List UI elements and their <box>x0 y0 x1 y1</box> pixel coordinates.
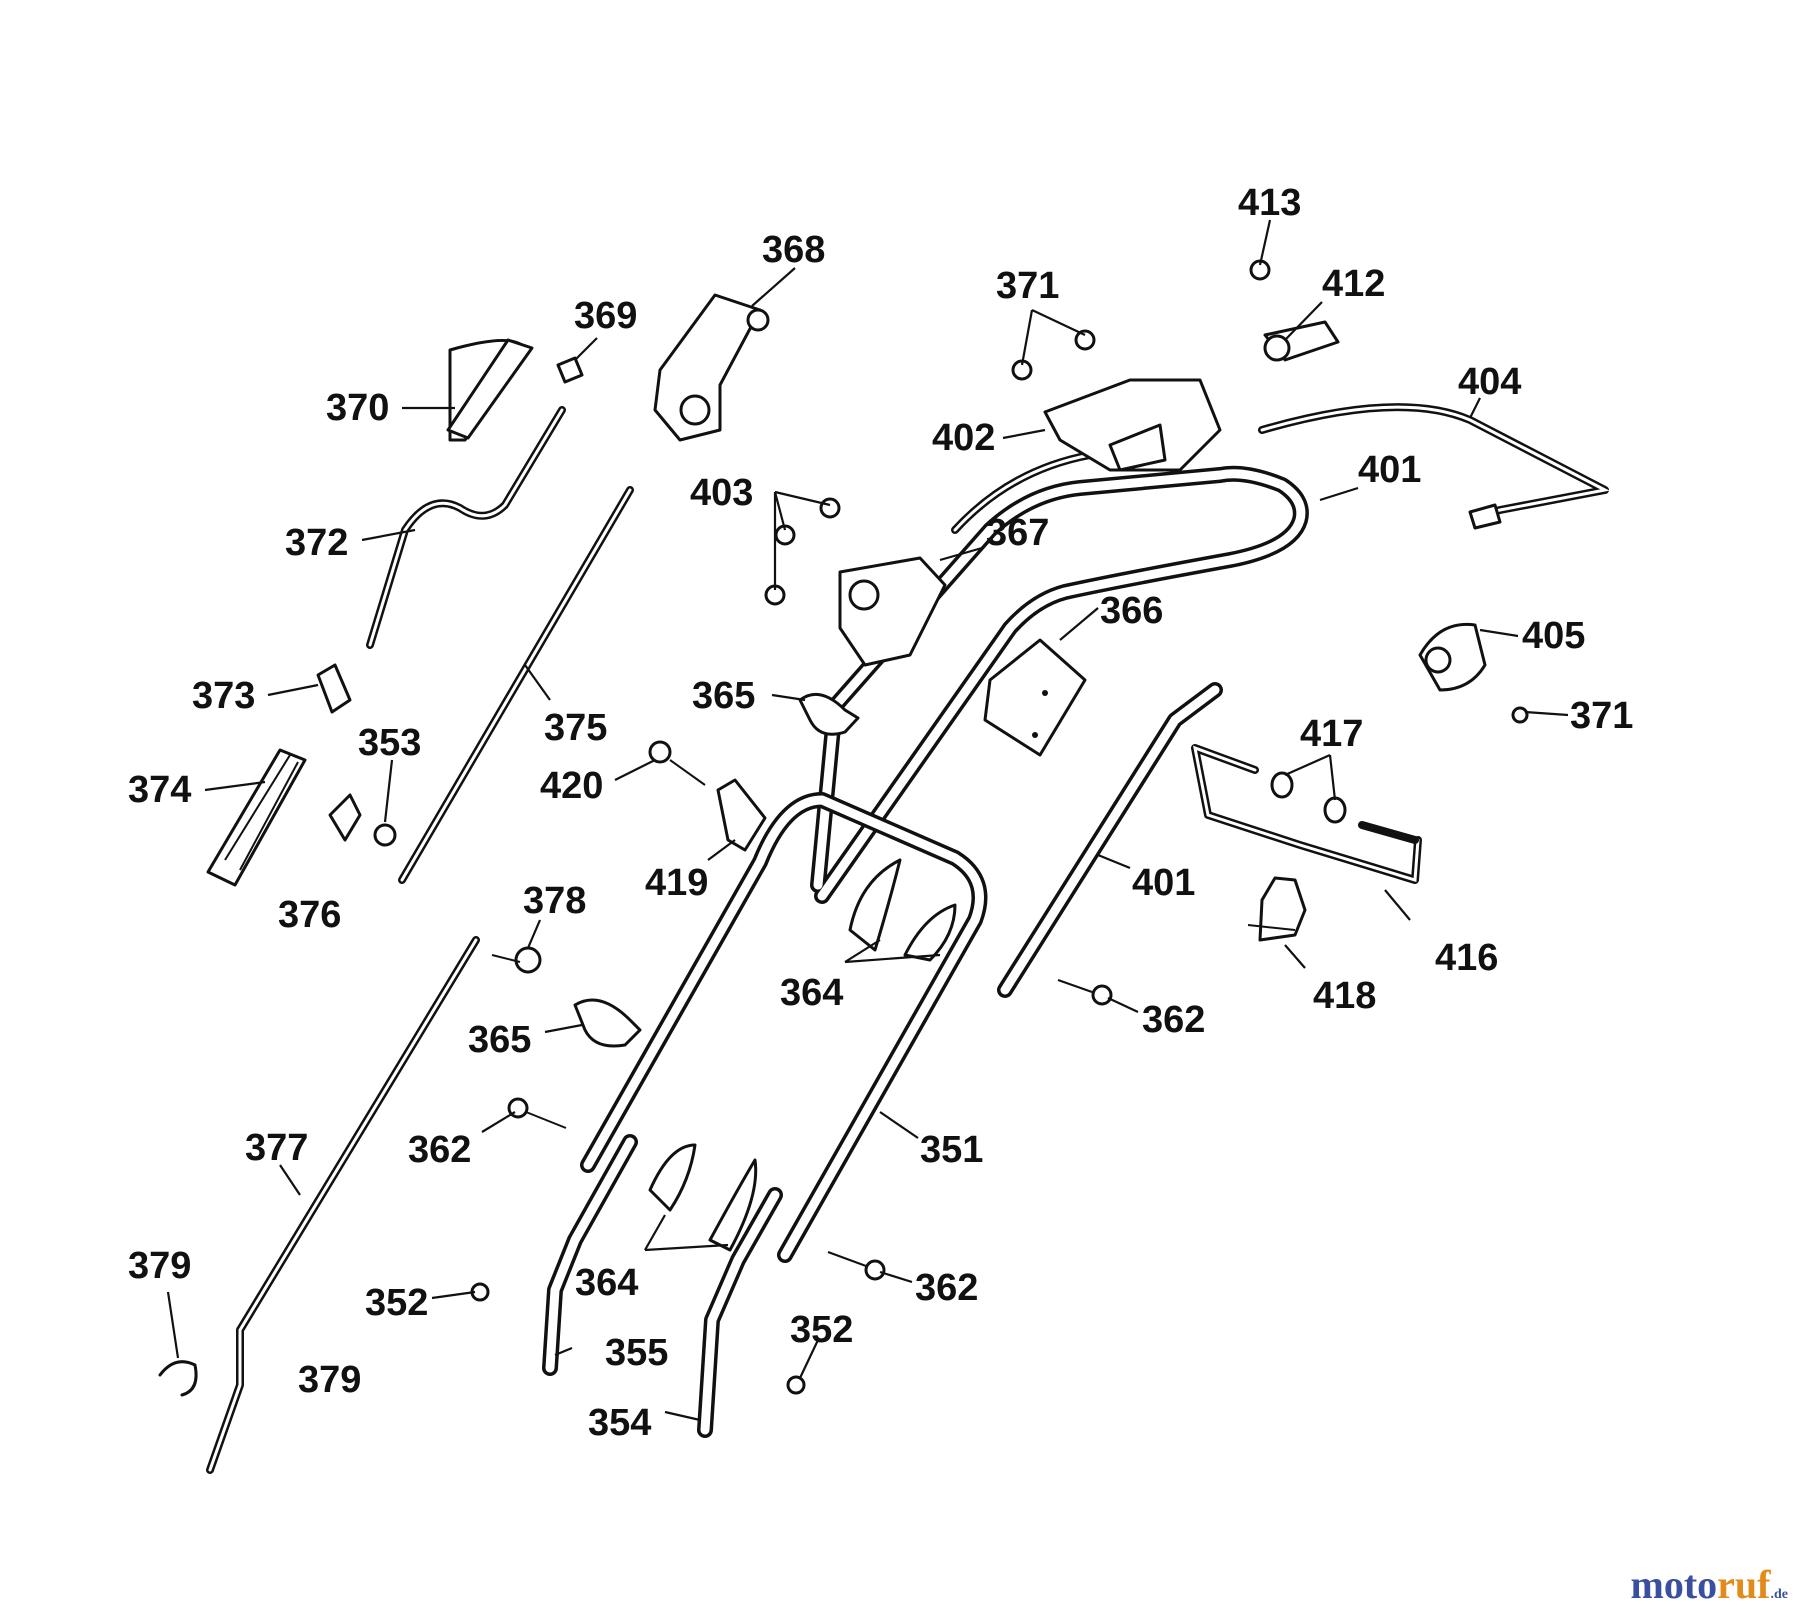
screw-362-c <box>827 1251 886 1281</box>
sleeve-373 <box>316 663 352 714</box>
part-label-367: 367 <box>986 512 1049 554</box>
cable-404 <box>1258 403 1610 530</box>
part-label-372: 372 <box>285 522 348 564</box>
part-label-370: 370 <box>326 387 389 429</box>
screw-403-a <box>819 497 841 519</box>
knob-378 <box>491 946 542 974</box>
leader-lines <box>166 219 1569 1422</box>
grip-370 <box>446 338 534 442</box>
washers-417 <box>1270 771 1347 824</box>
part-label-362-middle: 362 <box>408 1129 471 1171</box>
part-label-364: 364 <box>780 972 843 1014</box>
clip-419 <box>716 778 767 852</box>
screw-362-b <box>507 1097 567 1129</box>
part-label-351: 351 <box>920 1129 983 1171</box>
watermark-part2: ruf <box>1717 1562 1771 1607</box>
screw-352-b <box>786 1375 806 1395</box>
part-label-352-right: 352 <box>790 1309 853 1351</box>
motoruf-watermark: motoruf.de <box>1631 1561 1788 1608</box>
watermark-suffix: .de <box>1770 1587 1789 1602</box>
part-label-362: 362 <box>1142 999 1205 1041</box>
tube-354 <box>697 1187 783 1438</box>
part-labels: 413 368 371 412 369 370 404 402 401 403 … <box>128 182 1633 1444</box>
part-label-364-lower: 364 <box>575 1262 638 1304</box>
bracket-402 <box>1043 378 1222 472</box>
screw-362-a <box>1057 979 1113 1006</box>
wingnut-364-lower-left <box>648 1143 697 1212</box>
part-label-379-large: 379 <box>298 1359 361 1401</box>
lower-handle-351 <box>580 792 988 1263</box>
part-label-401: 401 <box>1358 449 1421 491</box>
part-label-418: 418 <box>1313 975 1376 1017</box>
rod-372 <box>366 406 566 649</box>
part-label-420: 420 <box>540 765 603 807</box>
bracket-416 <box>1191 744 1422 884</box>
plate-366 <box>983 638 1087 757</box>
part-label-355: 355 <box>605 1332 668 1374</box>
clip-365-lower <box>573 998 642 1048</box>
part-label-365-lower: 365 <box>468 1019 531 1061</box>
bracket-412 <box>1263 320 1340 362</box>
wingnut-364-upper-left <box>848 858 902 952</box>
screw-371-c <box>1511 706 1529 724</box>
screw-371-a <box>1074 329 1096 351</box>
part-label-374: 374 <box>128 769 191 811</box>
right-handle-lower-401 <box>997 682 1223 998</box>
rod-377 <box>206 936 480 1474</box>
rod-375 <box>398 486 634 884</box>
part-label-416: 416 <box>1435 937 1498 979</box>
part-label-403: 403 <box>690 472 753 514</box>
part-label-378: 378 <box>523 880 586 922</box>
washer-353 <box>373 823 397 847</box>
part-label-402: 402 <box>932 417 995 459</box>
part-label-412: 412 <box>1322 263 1385 305</box>
wingnut-364-upper-right <box>903 903 957 962</box>
upper-handle-401 <box>810 465 1309 904</box>
part-label-368: 368 <box>762 229 825 271</box>
part-label-362-lower: 362 <box>915 1267 978 1309</box>
part-label-376: 376 <box>278 894 341 936</box>
part-label-352: 352 <box>365 1282 428 1324</box>
cable-402 <box>951 451 1094 534</box>
tube-355 <box>542 1134 638 1376</box>
bracket-367 <box>838 556 947 667</box>
part-label-369: 369 <box>574 295 637 337</box>
part-label-365: 365 <box>692 675 755 717</box>
watermark-part1: moto <box>1630 1562 1718 1607</box>
bolt-420 <box>648 740 706 786</box>
part-label-371-right: 371 <box>1570 695 1633 737</box>
part-label-373: 373 <box>192 675 255 717</box>
wingnut-364-lower-right <box>708 1158 758 1252</box>
part-label-417: 417 <box>1300 713 1363 755</box>
part-label-366: 366 <box>1100 590 1163 632</box>
part-label-404: 404 <box>1458 361 1521 403</box>
part-label-413: 413 <box>1238 182 1301 224</box>
part-label-353: 353 <box>358 722 421 764</box>
clip-365-upper <box>798 692 860 736</box>
cap-369 <box>556 356 584 384</box>
part-label-375: 375 <box>544 707 607 749</box>
part-label-405: 405 <box>1522 615 1585 657</box>
cap-376 <box>328 793 362 842</box>
part-label-371: 371 <box>996 265 1059 307</box>
lever-368 <box>653 293 770 442</box>
circlip-379 <box>158 1360 198 1397</box>
part-418 <box>1247 876 1307 942</box>
part-label-379: 379 <box>128 1245 191 1287</box>
part-label-401-lower: 401 <box>1132 862 1195 904</box>
grip-374 <box>206 748 307 887</box>
part-label-354: 354 <box>588 1402 651 1444</box>
part-label-419: 419 <box>645 862 708 904</box>
part-label-377: 377 <box>245 1127 308 1169</box>
bracket-405 <box>1418 622 1487 692</box>
